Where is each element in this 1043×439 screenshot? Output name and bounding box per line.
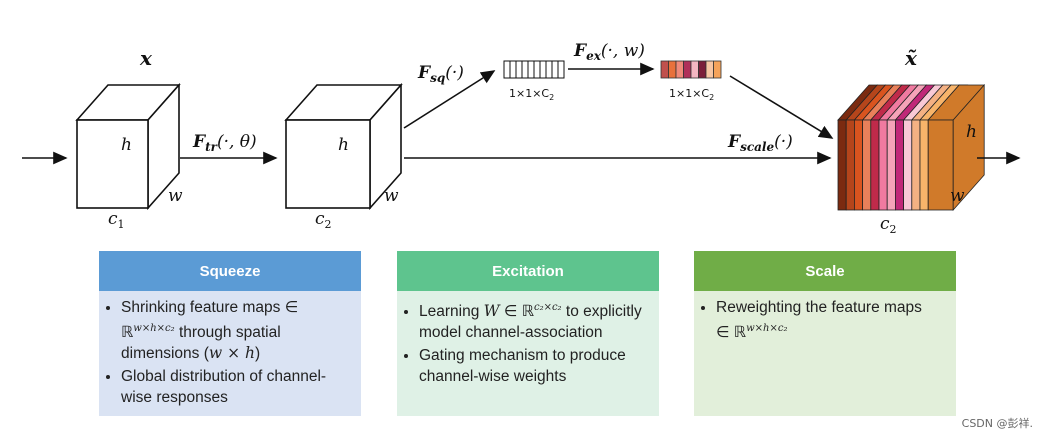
cube2-h-label: h xyxy=(338,135,349,155)
squeezed-cell xyxy=(539,60,547,79)
scaled-slice-face xyxy=(886,119,896,211)
watermark: CSDN @彭祥. xyxy=(961,417,1033,430)
squeeze-body: Shrinking feature maps ∈ ℝw×h×c₂ through… xyxy=(99,291,361,416)
scaled-slice-face xyxy=(927,119,954,211)
cube3-w-label: w xyxy=(950,186,965,206)
cube1-h-label: h xyxy=(121,135,132,155)
excitation-bullet-1: Learning W ∈ ℝc₂×c₂ to explicitly model … xyxy=(419,297,649,343)
excitation-cell xyxy=(705,60,714,79)
fex-label: Fex(·, w) xyxy=(573,41,645,63)
squeezed-cell xyxy=(515,60,523,79)
output-x-label: x̃ xyxy=(904,46,918,70)
scaled-slice-face xyxy=(878,119,888,211)
scale-title: Scale xyxy=(694,251,956,291)
scale-body: Reweighting the feature maps∈ ℝw×h×c₂ xyxy=(694,291,956,416)
excitation-vector xyxy=(660,60,722,79)
cube1-w-label: w xyxy=(168,186,183,206)
scaled-slice-face xyxy=(837,119,847,211)
scaled-slice-face xyxy=(919,119,929,211)
excitation-cell xyxy=(683,60,692,79)
cube3-h-label: h xyxy=(966,122,977,142)
input-feature-cube xyxy=(75,82,181,211)
scaled-slice-face xyxy=(895,119,905,211)
scaled-slice-face xyxy=(870,119,880,211)
squeezed-cell xyxy=(533,60,541,79)
excitation-panel: Excitation Learning W ∈ ℝc₂×c₂ to explic… xyxy=(397,251,659,416)
scaled-output-cube xyxy=(837,83,986,212)
input-x-label: x xyxy=(139,46,153,70)
cube2-w-label: w xyxy=(384,186,399,206)
scale-panel: Scale Reweighting the feature maps∈ ℝw×h… xyxy=(694,251,956,416)
ftr-label: Ftr(·, θ) xyxy=(192,132,257,154)
squeeze-panel: Squeeze Shrinking feature maps ∈ ℝw×h×c₂… xyxy=(99,251,361,416)
excitation-cell xyxy=(668,60,677,79)
excitation-cell xyxy=(660,60,669,79)
squeezed-cell xyxy=(527,60,535,79)
cube1-c-label: c1 xyxy=(108,209,125,231)
squeezed-cell xyxy=(509,60,517,79)
scale-bullet-1: Reweighting the feature maps∈ ℝw×h×c₂ xyxy=(716,297,946,343)
scaled-slice-face xyxy=(845,119,855,211)
squeeze-bullet-1: Shrinking feature maps ∈ ℝw×h×c₂ through… xyxy=(121,297,351,364)
cube2-c-label: c2 xyxy=(315,209,332,231)
fsq-arrow xyxy=(403,70,496,129)
scaled-slice-face xyxy=(862,119,872,211)
squeezed-cell xyxy=(557,60,565,79)
excitation-to-scale-arrow xyxy=(729,75,834,139)
excitation-bullet-2: Gating mechanism to produce channel-wise… xyxy=(419,345,649,387)
fsq-label: Fsq(·) xyxy=(417,63,464,85)
scaled-slice-face xyxy=(911,119,921,211)
squeezed-vector xyxy=(503,60,565,79)
scaled-slice-side xyxy=(952,83,985,212)
vec1-dim-label: 1×1×C2 xyxy=(509,87,554,102)
excitation-title: Excitation xyxy=(397,251,659,291)
excitation-cell xyxy=(698,60,707,79)
fscale-label: Fscale(·) xyxy=(727,132,793,154)
squeezed-cell xyxy=(521,60,529,79)
squeeze-title: Squeeze xyxy=(99,251,361,291)
squeeze-bullet-2: Global distribution of channel-wise resp… xyxy=(121,366,351,408)
excitation-cell xyxy=(675,60,684,79)
excitation-cell xyxy=(690,60,699,79)
squeezed-cell xyxy=(545,60,553,79)
scaled-slice-face xyxy=(854,119,864,211)
squeezed-cell xyxy=(551,60,559,79)
cube3-c-label: c2 xyxy=(880,214,897,236)
scaled-slice-face xyxy=(903,119,913,211)
excitation-body: Learning W ∈ ℝc₂×c₂ to explicitly model … xyxy=(397,291,659,416)
transformed-feature-cube xyxy=(284,82,403,211)
vec2-dim-label: 1×1×C2 xyxy=(669,87,714,102)
squeezed-cell xyxy=(503,60,511,79)
excitation-cell xyxy=(713,60,722,79)
